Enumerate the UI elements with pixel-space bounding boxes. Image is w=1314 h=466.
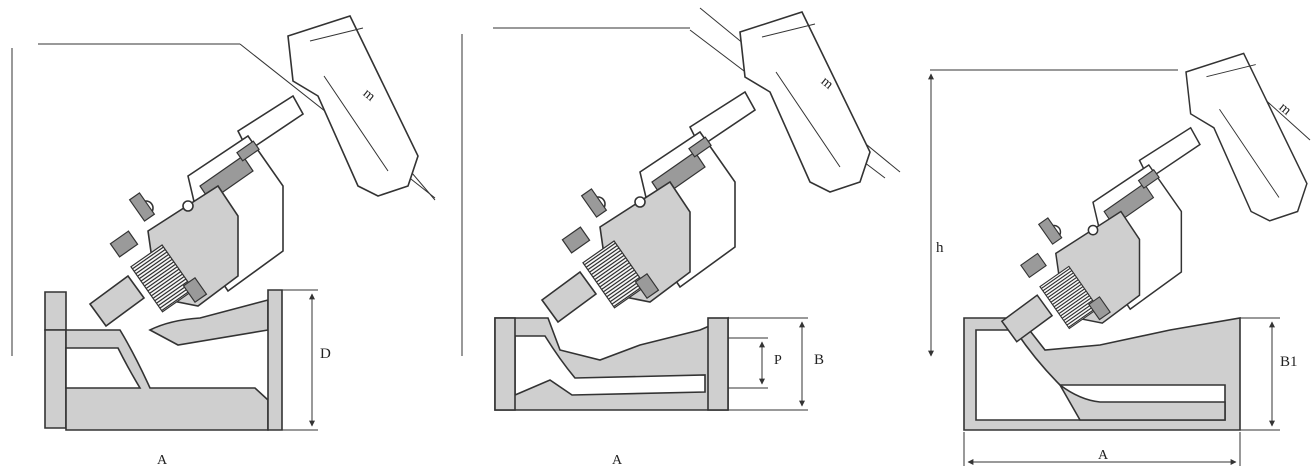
dimension-label-a: A: [1098, 448, 1109, 463]
dimension-label-b: B: [814, 352, 824, 368]
dimension-label-h: h: [936, 240, 944, 256]
valve-drawing-flanged: D m A: [11, 15, 436, 466]
dimension-label-m: m: [1276, 100, 1294, 119]
dimension-label-b1: B1: [1280, 354, 1298, 370]
dimension-label-d: D: [320, 346, 331, 362]
dimension-label-a: A: [157, 453, 168, 466]
dimension-label-p: P: [774, 353, 782, 368]
valve-drawing-buttweld: h B1 m A: [928, 52, 1311, 466]
dimension-label-a: A: [612, 453, 623, 466]
valve-drawing-threaded: P B m A: [461, 7, 901, 466]
